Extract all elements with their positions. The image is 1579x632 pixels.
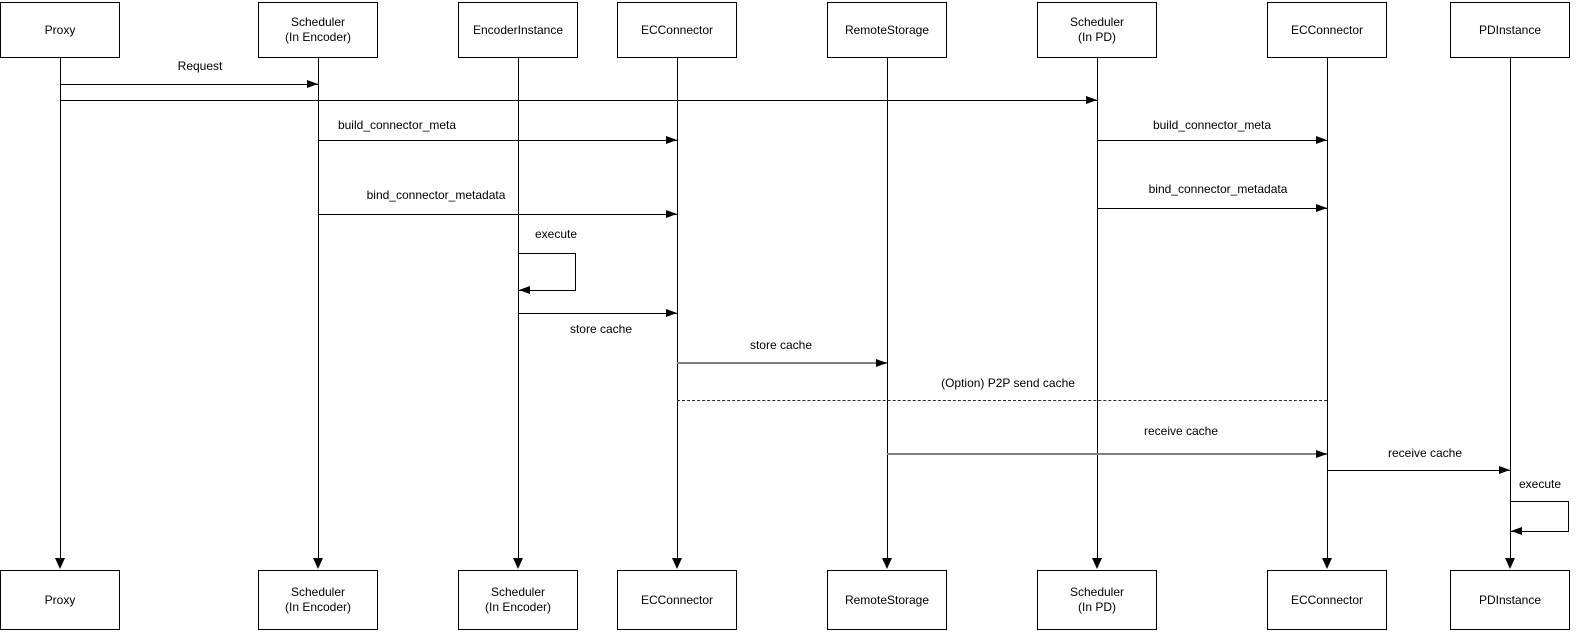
actor-bottom-pdinstance[interactable]: PDInstance [1450, 570, 1570, 630]
lifeline-end-arrowhead [672, 558, 682, 569]
actor-top-proxy[interactable]: Proxy [0, 2, 120, 58]
actor-label-line2: (In Encoder) [284, 30, 352, 44]
actor-label: Scheduler [1069, 15, 1125, 29]
actor-top-scheduler-pd[interactable]: Scheduler(In PD) [1037, 2, 1157, 58]
actor-label: ECConnector [1290, 592, 1364, 607]
message-store-cache-2-line [677, 362, 887, 364]
actor-top-ecconnector-pd[interactable]: ECConnector [1267, 2, 1387, 58]
actor-bottom-scheduler-encoder-2[interactable]: Scheduler(In Encoder) [458, 570, 578, 630]
actor-label: RemoteStorage [844, 22, 930, 37]
message-p2p-send-cache-line [677, 400, 1327, 401]
message-build-connector-meta-left-line [318, 140, 677, 141]
message-receive-cache-2-label[interactable]: receive cache [1385, 446, 1465, 460]
actor-label: ECConnector [1290, 22, 1364, 37]
arrowhead-left [1511, 527, 1522, 535]
lifeline-ecconnector [677, 58, 678, 560]
actor-label: PDInstance [1478, 592, 1542, 607]
actor-top-scheduler-encoder[interactable]: Scheduler(In Encoder) [258, 2, 378, 58]
arrowhead-right [876, 359, 887, 367]
message-bind-connector-metadata-left-label[interactable]: bind_connector_metadata [364, 188, 508, 202]
actor-bottom-ecconnector[interactable]: ECConnector [617, 570, 737, 630]
actor-bottom-proxy[interactable]: Proxy [0, 570, 120, 630]
arrowhead-right [666, 210, 677, 218]
lifeline-end-arrowhead [1092, 558, 1102, 569]
actor-label: Scheduler [290, 585, 346, 599]
lifeline-end-arrowhead [513, 558, 523, 569]
arrowhead-right [666, 309, 677, 317]
actor-label: Scheduler [1069, 585, 1125, 599]
arrowhead-right [307, 80, 318, 88]
message-bind-connector-metadata-right-label[interactable]: bind_connector_metadata [1146, 182, 1290, 196]
actor-label: Proxy [44, 22, 76, 37]
actor-top-pdinstance[interactable]: PDInstance [1450, 2, 1570, 58]
actor-label-line2: (In Encoder) [284, 600, 352, 614]
arrowhead-right [1316, 450, 1327, 458]
message-build-connector-meta-right-label[interactable]: build_connector_meta [1150, 118, 1274, 132]
message-execute-encoder-loop [518, 253, 576, 291]
actor-bottom-remotestorage[interactable]: RemoteStorage [827, 570, 947, 630]
actor-top-remotestorage[interactable]: RemoteStorage [827, 2, 947, 58]
message-proxy-to-scheduler-pd-line [60, 100, 1097, 101]
lifeline-encoderinstance [518, 58, 519, 560]
lifeline-end-arrowhead [313, 558, 323, 569]
message-execute-encoder-label[interactable]: execute [532, 227, 580, 241]
lifeline-scheduler-pd [1097, 58, 1098, 560]
message-bind-connector-metadata-left-line [318, 214, 677, 215]
message-execute-pd-label[interactable]: execute [1516, 477, 1564, 491]
message-bind-connector-metadata-right-line [1097, 208, 1327, 209]
message-receive-cache-2-line [1327, 470, 1510, 471]
lifeline-end-arrowhead [1505, 558, 1515, 569]
message-receive-cache-1-line [887, 453, 1327, 455]
actor-label: RemoteStorage [844, 592, 930, 607]
arrowhead-right [1086, 96, 1097, 104]
lifeline-end-arrowhead [55, 558, 65, 569]
actor-top-ecconnector[interactable]: ECConnector [617, 2, 737, 58]
message-store-cache-1-line [518, 313, 677, 314]
actor-label: ECConnector [640, 592, 714, 607]
message-store-cache-1-label[interactable]: store cache [567, 322, 635, 336]
lifeline-proxy [60, 58, 61, 560]
lifeline-end-arrowhead [1322, 558, 1332, 569]
arrowhead-left [519, 286, 530, 294]
arrowhead-right [1316, 204, 1327, 212]
message-p2p-send-cache-label[interactable]: (Option) P2P send cache [939, 376, 1077, 390]
actor-bottom-scheduler-pd[interactable]: Scheduler(In PD) [1037, 570, 1157, 630]
actor-label: EncoderInstance [472, 22, 564, 37]
actor-bottom-ecconnector-pd[interactable]: ECConnector [1267, 570, 1387, 630]
arrowhead-right [1499, 466, 1510, 474]
lifeline-pdinstance [1510, 58, 1511, 560]
actor-label: ECConnector [640, 22, 714, 37]
message-build-connector-meta-right-line [1097, 140, 1327, 141]
message-store-cache-2-label[interactable]: store cache [747, 338, 815, 352]
lifeline-end-arrowhead [882, 558, 892, 569]
message-request-label[interactable]: Request [175, 59, 225, 73]
actor-label: Proxy [44, 592, 76, 607]
actor-label-line2: (In PD) [1077, 600, 1116, 614]
arrowhead-right [1316, 136, 1327, 144]
lifeline-ecconnector-pd [1327, 58, 1328, 560]
actor-label-line2: (In PD) [1077, 30, 1116, 44]
message-receive-cache-1-label[interactable]: receive cache [1141, 424, 1221, 438]
message-execute-pd-loop [1510, 501, 1569, 532]
lifeline-remotestorage [887, 58, 888, 560]
message-build-connector-meta-left-label[interactable]: build_connector_meta [335, 118, 459, 132]
arrowhead-right [666, 136, 677, 144]
actor-label: Scheduler [290, 15, 346, 29]
actor-label-line2: (In Encoder) [484, 600, 552, 614]
actor-top-encoderinstance[interactable]: EncoderInstance [458, 2, 578, 58]
actor-label: Scheduler [490, 585, 546, 599]
lifeline-scheduler-encoder [318, 58, 319, 560]
actor-bottom-scheduler-encoder[interactable]: Scheduler(In Encoder) [258, 570, 378, 630]
actor-label: PDInstance [1478, 22, 1542, 37]
message-request-line [60, 84, 318, 85]
